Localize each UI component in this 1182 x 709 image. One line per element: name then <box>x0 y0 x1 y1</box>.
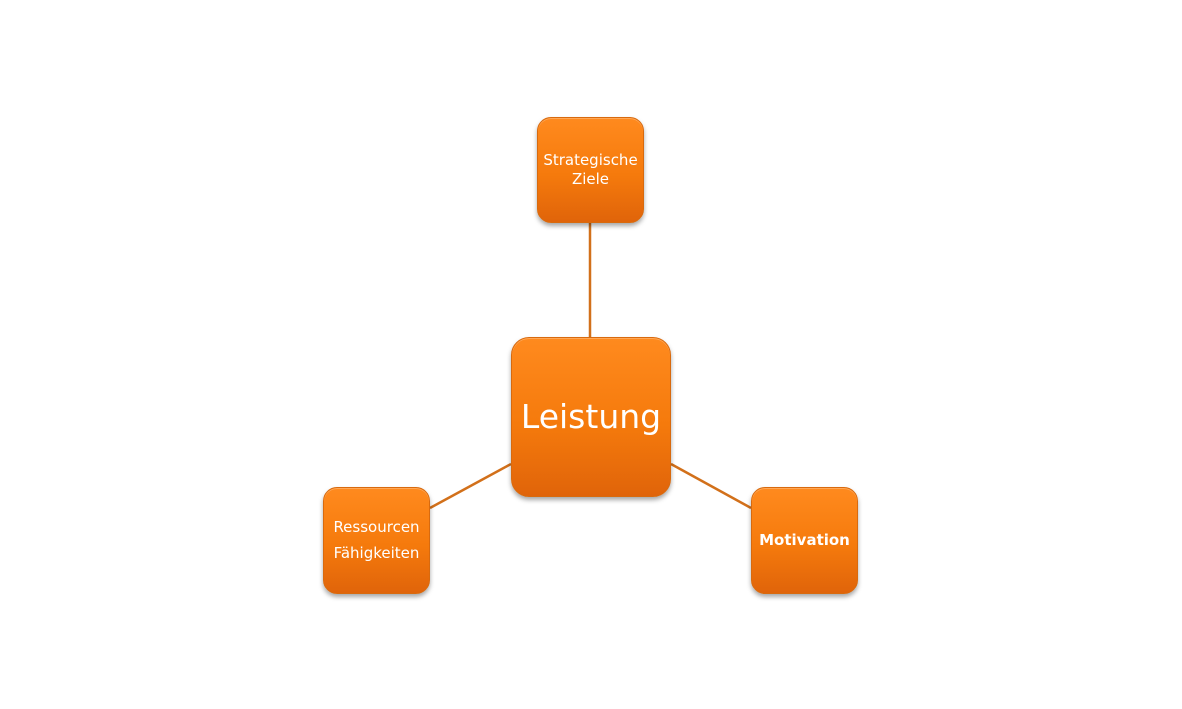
connector-center-to-right <box>670 462 752 510</box>
node-motivation: Motivation <box>751 487 858 594</box>
node-ressourcen-faehigkeiten: Ressourcen Fähigkeiten <box>323 487 430 594</box>
node-strategische-ziele-line1: Strategische <box>543 151 638 170</box>
node-motivation-label: Motivation <box>759 531 850 550</box>
node-ressourcen-line1: Ressourcen <box>333 518 420 536</box>
node-strategische-ziele: Strategische Ziele <box>537 117 644 223</box>
node-strategische-ziele-line2: Ziele <box>571 170 610 188</box>
node-faehigkeiten-line2: Fähigkeiten <box>333 543 420 562</box>
node-leistung: Leistung <box>511 337 671 497</box>
connector-center-to-left <box>429 462 512 510</box>
node-leistung-label: Leistung <box>520 397 662 437</box>
